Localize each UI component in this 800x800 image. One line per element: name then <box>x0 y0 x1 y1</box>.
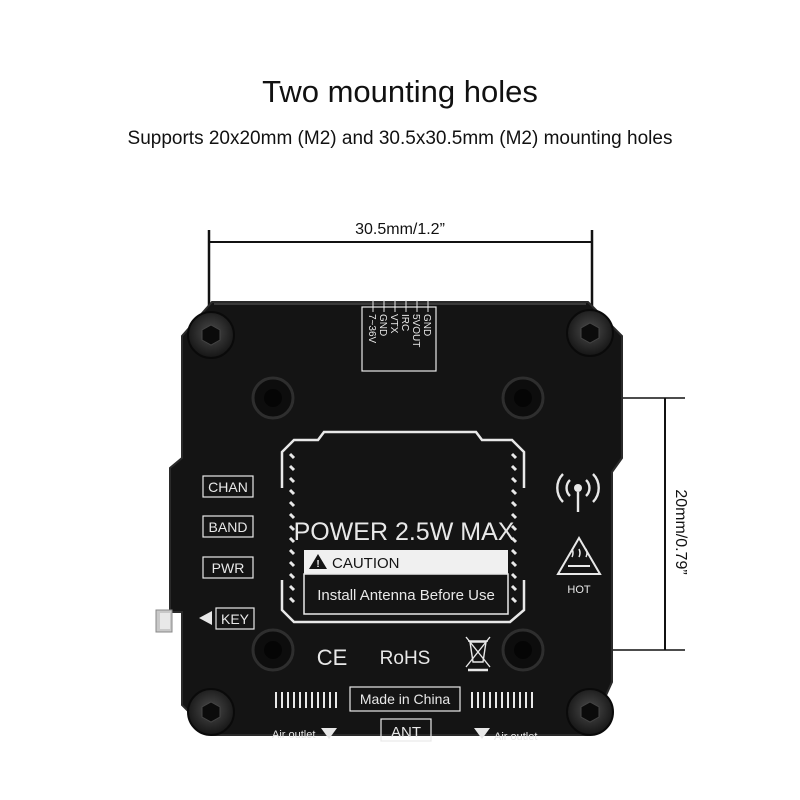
install-label: Install Antenna Before Use <box>317 587 495 604</box>
center-frame <box>280 430 526 624</box>
pin-labels: GND 5VOUT IRC VTX GND 7~36V <box>366 300 432 347</box>
crossed-bin-icon <box>465 636 491 672</box>
air-outlet-left-label: Air outlet <box>272 729 315 741</box>
chan-label: CHAN <box>208 479 248 495</box>
ant-box <box>380 718 432 742</box>
down-arrow-icon <box>474 728 490 739</box>
pin-label: GND <box>421 314 432 336</box>
page-subtitle: Supports 20x20mm (M2) and 30.5x30.5mm (M… <box>127 128 673 149</box>
horizontal-dimension: 30.5mm/1.2” <box>207 221 594 310</box>
mounting-bolt-bottom-right <box>566 688 614 736</box>
vent-left <box>275 692 337 708</box>
page-title: Two mounting holes <box>262 74 538 109</box>
air-outlet-right-label: Air outlet <box>494 731 537 743</box>
down-arrow-icon <box>321 728 337 739</box>
install-box <box>303 573 509 615</box>
side-button-labels: CHAN BAND PWR KEY <box>199 475 255 630</box>
ant-label: ANT <box>391 724 421 741</box>
made-in-label: Made in China <box>360 691 450 707</box>
pin-label: IRC <box>399 314 410 331</box>
pwr-label: PWR <box>212 560 245 576</box>
mounting-hole-20mm <box>251 628 295 672</box>
antenna-signal-icon <box>556 473 600 512</box>
hot-label: HOT <box>567 584 591 596</box>
key-label: KEY <box>221 611 250 627</box>
caution-label: CAUTION <box>332 555 400 572</box>
pin-header-box <box>361 306 437 372</box>
caution-banner: ! CAUTION <box>304 550 508 574</box>
mounting-bolt-top-left <box>187 311 235 359</box>
warning-triangle-icon <box>309 554 327 569</box>
mounting-bolt-bottom-left <box>187 688 235 736</box>
key-arrow-icon <box>199 611 212 625</box>
mounting-hole-20mm <box>501 376 545 420</box>
vent-right <box>471 692 533 708</box>
pin-label: 5VOUT <box>410 314 421 347</box>
rohs-mark: RoHS <box>380 648 431 669</box>
mounting-hole-20mm <box>501 628 545 672</box>
band-label: BAND <box>209 519 248 535</box>
power-label: POWER 2.5W MAX <box>294 518 515 546</box>
vtx-module: GND 5VOUT IRC VTX GND 7~36V <box>155 300 623 743</box>
mounting-bolt-top-right <box>566 309 614 357</box>
ce-mark: CE <box>317 645 348 670</box>
made-in-box <box>349 686 461 712</box>
horizontal-dimension-label: 30.5mm/1.2” <box>355 221 445 238</box>
vertical-dimension-label: 20mm/0.79” <box>672 489 689 574</box>
hot-surface-icon <box>556 536 602 575</box>
pin-label: 7~36V <box>366 314 377 344</box>
pin-label: VTX <box>388 314 399 334</box>
mounting-hole-20mm <box>251 376 295 420</box>
svg-text:!: ! <box>316 559 319 570</box>
key-button <box>155 609 173 633</box>
pin-label: GND <box>377 314 388 336</box>
